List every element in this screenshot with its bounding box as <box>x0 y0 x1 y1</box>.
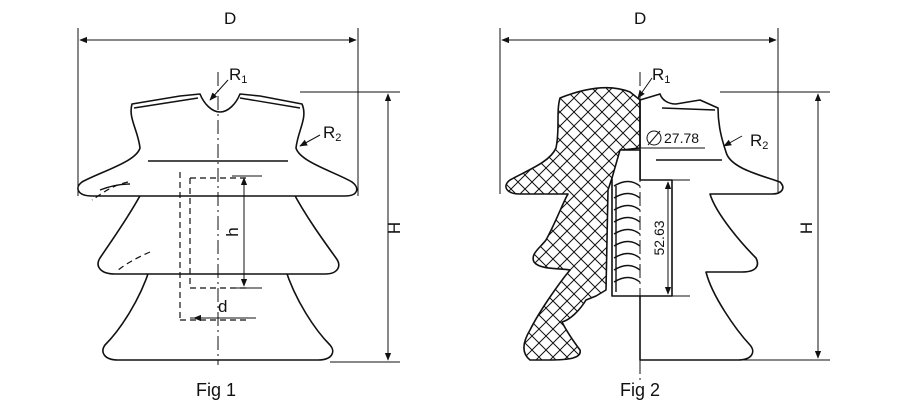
fig2-label-diameter: 27.78 <box>664 130 699 146</box>
fig1-label-h: h <box>223 227 242 236</box>
fig2-section-hatched <box>505 86 641 361</box>
fig1-label-R1: R1 <box>229 65 247 86</box>
fig1-label-R2: R2 <box>323 123 341 144</box>
fig2-label-thread-length: 52.63 <box>651 220 667 255</box>
fig2-label-D: D <box>634 9 646 28</box>
fig1-label-d: d <box>218 297 227 316</box>
fig1-label-H: H <box>385 222 404 234</box>
fig1-label-D: D <box>224 9 236 28</box>
fig2-label-R1: R1 <box>652 65 670 86</box>
fig2-label-R2: R2 <box>750 131 768 152</box>
fig1 <box>77 28 400 365</box>
fig2-thread-teeth <box>613 180 641 292</box>
fig1-top-head <box>77 93 358 197</box>
fig1-thread-hidden <box>179 172 250 321</box>
fig2 <box>499 28 830 382</box>
fig2-caption: Fig 2 <box>620 380 660 400</box>
fig1-middle-shed <box>97 191 340 275</box>
fig1-caption: Fig 1 <box>196 380 236 400</box>
fig2-label-H: H <box>797 222 816 234</box>
